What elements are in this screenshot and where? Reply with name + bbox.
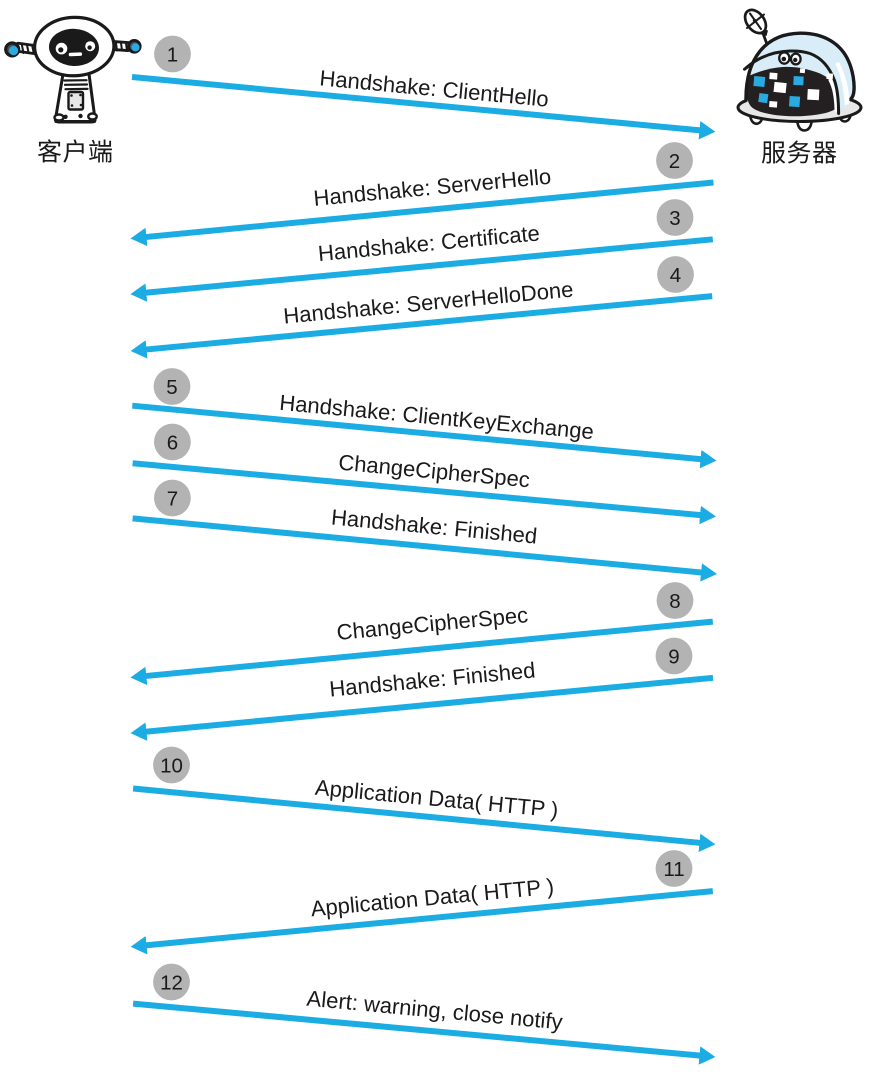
svg-text:7: 7 xyxy=(167,487,178,510)
svg-text:10: 10 xyxy=(160,754,183,777)
svg-text:9: 9 xyxy=(668,645,679,668)
svg-text:6: 6 xyxy=(167,431,178,454)
svg-text:1: 1 xyxy=(167,43,178,66)
svg-text:3: 3 xyxy=(669,207,680,230)
svg-text:5: 5 xyxy=(166,376,177,399)
svg-text:4: 4 xyxy=(670,264,681,287)
svg-text:11: 11 xyxy=(663,858,684,881)
svg-text:12: 12 xyxy=(160,971,183,994)
svg-text:2: 2 xyxy=(669,150,680,173)
svg-text:8: 8 xyxy=(669,590,680,613)
